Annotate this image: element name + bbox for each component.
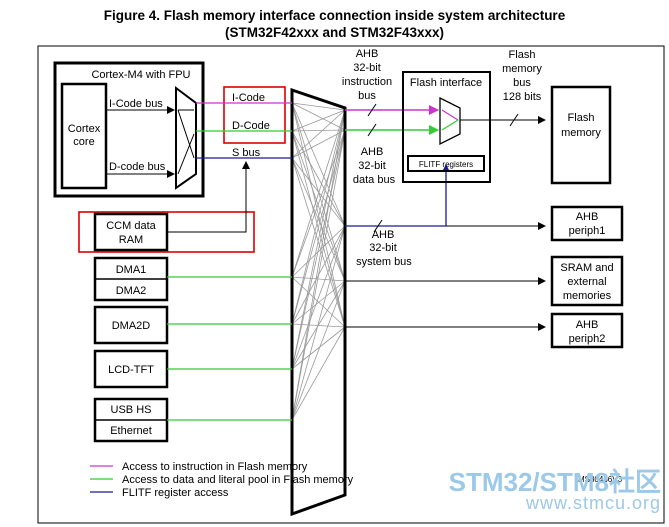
flash-interface-mux <box>439 96 461 146</box>
flash-memory-1: Flash <box>568 112 595 124</box>
figure-subtitle: (STM32F42xxx and STM32F43xxx) <box>224 25 445 40</box>
icode-bus-label: I-Code bus <box>109 98 163 110</box>
matrix-link-14 <box>291 157 346 328</box>
ahb-sys-3: system bus <box>356 256 412 268</box>
ahb-periph2-2: periph2 <box>569 333 606 345</box>
matrix-link-34 <box>291 326 346 421</box>
cortex-m4-box <box>53 61 205 198</box>
matrix-link-5 <box>291 109 346 132</box>
flash-bus-1: Flash <box>509 49 536 61</box>
matrix-link-12 <box>291 157 346 227</box>
matrix-link-27 <box>291 225 346 370</box>
ahb-data-1: AHB <box>361 146 384 158</box>
matrix-link-8 <box>291 130 346 282</box>
flitf-label: FLITF registers <box>419 160 473 169</box>
matrix-link-13 <box>291 157 346 282</box>
matrix-link-6 <box>291 129 346 132</box>
matrix-link-31 <box>291 129 346 421</box>
bus-matrix <box>290 87 347 517</box>
sram-1: SRAM and <box>560 262 613 274</box>
matrix-link-33 <box>291 280 346 421</box>
ccm-label-1: CCM data <box>106 220 156 232</box>
sram-2: external <box>567 276 606 288</box>
cortex-core-label-2: core <box>73 136 94 148</box>
matrix-link-25 <box>291 109 346 370</box>
ahb-sys-1: AHB <box>372 229 395 241</box>
legend-flitf: FLITF register access <box>122 487 229 499</box>
ahb-periph2-1: AHB <box>576 319 599 331</box>
dma2d-box <box>93 305 169 345</box>
matrix-link-7 <box>291 130 346 227</box>
legend-instruction: Access to instruction in Flash memory <box>122 461 308 473</box>
cortex-core-label-1: Cortex <box>68 123 101 135</box>
figure-id: MS30466V3 <box>578 475 623 484</box>
sram-box <box>550 255 624 307</box>
matrix-link-2 <box>291 102 346 227</box>
matrix-link-1 <box>291 102 346 131</box>
dcode-label: D-Code <box>232 120 270 132</box>
flash-memory-2: memory <box>561 127 601 139</box>
ahb-instr-1: AHB <box>356 48 379 60</box>
flash-bus-2: memory <box>502 63 542 75</box>
ahb-instr-4: bus <box>358 90 376 102</box>
figure-title: Figure 4. Flash memory interface connect… <box>103 8 566 23</box>
ahb-periph1-box <box>550 205 624 242</box>
matrix-link-9 <box>291 130 346 328</box>
matrix-link-11 <box>291 129 346 159</box>
ahb-data-2: 32-bit <box>358 160 386 172</box>
usb-hs-label: USB HS <box>111 404 152 416</box>
icode-label: I-Code <box>232 92 265 104</box>
matrix-link-23 <box>291 280 346 325</box>
dma1-label: DMA1 <box>116 264 147 276</box>
matrix-link-15 <box>291 109 346 278</box>
matrix-link-32 <box>291 225 346 421</box>
matrix-link-29 <box>291 326 346 370</box>
ahb-instr-3: instruction <box>342 76 392 88</box>
ccm-label-2: RAM <box>119 234 143 246</box>
sbus-label: S bus <box>232 147 261 159</box>
watermark-url: www.stmcu.org <box>525 493 661 513</box>
dma2d-label: DMA2D <box>112 320 151 332</box>
flash-interface-label: Flash interface <box>410 77 482 89</box>
matrix-link-17 <box>291 225 346 278</box>
sram-3: memories <box>563 290 612 302</box>
matrix-link-30 <box>291 109 346 421</box>
matrix-link-26 <box>291 129 346 370</box>
watermark-brand: STM32/STM8社区 <box>448 467 661 497</box>
ethernet-label: Ethernet <box>110 425 152 437</box>
ahb-periph1-1: AHB <box>576 211 599 223</box>
flash-interface-box <box>402 71 491 183</box>
flash-bus-4: 128 bits <box>503 91 542 103</box>
matrix-link-10 <box>291 109 346 159</box>
cortex-m4-label: Cortex-M4 with FPU <box>91 69 190 81</box>
matrix-link-0 <box>291 102 346 111</box>
matrix-link-20 <box>291 109 346 325</box>
ahb-sys-2: 32-bit <box>369 242 397 254</box>
dcode-bus-label: D-code bus <box>109 161 166 173</box>
ahb-data-3: data bus <box>353 174 396 186</box>
flash-memory-box <box>550 85 612 185</box>
matrix-link-4 <box>291 102 346 328</box>
cortex-core-box <box>60 82 108 190</box>
matrix-link-18 <box>291 276 346 282</box>
icode-dcode-highlight <box>223 86 286 144</box>
bus-matrix-connections <box>291 102 346 421</box>
diagram-frame <box>37 45 665 524</box>
matrix-link-28 <box>291 280 346 370</box>
ccm-highlight <box>78 211 255 253</box>
flitf-registers-box <box>407 155 485 172</box>
ahb-periph2-box <box>550 312 624 349</box>
flash-bus-3: bus <box>513 77 531 89</box>
legend-data: Access to data and literal pool in Flash… <box>122 474 354 486</box>
ahb-periph1-2: periph1 <box>569 225 606 237</box>
lcd-tft-label: LCD-TFT <box>108 364 154 376</box>
ccm-connection <box>167 161 250 233</box>
ahb-instr-2: 32-bit <box>353 62 381 74</box>
cortex-mux <box>175 86 197 190</box>
dma2-label: DMA2 <box>116 285 147 297</box>
